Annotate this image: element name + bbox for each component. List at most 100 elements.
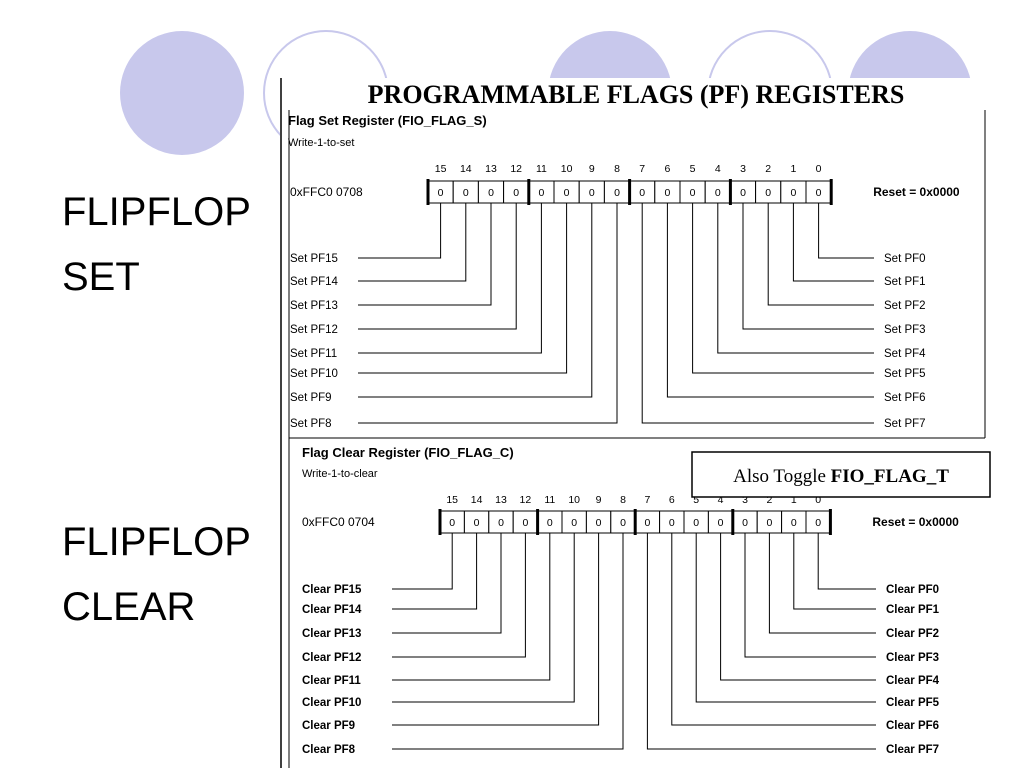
leader-line bbox=[358, 203, 618, 424]
bit-value: 0 bbox=[438, 187, 444, 199]
right-flag-label: Set PF6 bbox=[884, 392, 926, 404]
bit-number: 12 bbox=[520, 494, 532, 506]
leader-line bbox=[392, 533, 551, 681]
bit-value: 0 bbox=[669, 517, 675, 529]
bit-number: 0 bbox=[816, 163, 822, 175]
right-flag-label: Clear PF2 bbox=[886, 628, 939, 640]
bit-number: 7 bbox=[644, 494, 650, 506]
bit-number: 13 bbox=[485, 163, 497, 175]
flipflop-clear-line1: FLIPFLOP bbox=[62, 520, 251, 564]
left-flag-label: Clear PF9 bbox=[302, 720, 355, 732]
left-flag-label: Set PF9 bbox=[290, 392, 332, 404]
bit-value: 0 bbox=[718, 517, 724, 529]
left-flag-label: Set PF12 bbox=[290, 324, 338, 336]
register-subtitle: Write-1-to-set bbox=[288, 137, 354, 149]
leader-line bbox=[392, 533, 478, 610]
register-name: Flag Clear Register (FIO_FLAG_C) bbox=[302, 445, 514, 460]
left-flag-label: Set PF10 bbox=[290, 368, 338, 380]
leader-line bbox=[744, 533, 876, 658]
bit-value: 0 bbox=[522, 517, 528, 529]
toggle-callout: Also Toggle FIO_FLAG_T bbox=[691, 451, 991, 498]
leader-line bbox=[358, 203, 492, 306]
left-flag-label: Clear PF8 bbox=[302, 744, 356, 756]
bit-number: 9 bbox=[589, 163, 595, 175]
bit-number: 0 bbox=[815, 494, 821, 506]
bit-number: 12 bbox=[510, 163, 522, 175]
right-flag-label: Set PF2 bbox=[884, 300, 926, 312]
left-flag-label: Set PF14 bbox=[290, 276, 339, 288]
bit-number: 2 bbox=[765, 163, 771, 175]
bit-value: 0 bbox=[766, 517, 772, 529]
leader-line bbox=[358, 203, 517, 330]
bit-number: 1 bbox=[791, 494, 797, 506]
flipflop-clear-line2: CLEAR bbox=[62, 585, 196, 629]
left-flag-label: Clear PF14 bbox=[302, 604, 362, 616]
register-address: 0xFFC0 0708 bbox=[290, 185, 363, 199]
right-flag-label: Clear PF0 bbox=[886, 584, 939, 596]
right-flag-label: Clear PF1 bbox=[886, 604, 940, 616]
right-flag-label: Set PF4 bbox=[884, 348, 926, 360]
bit-number: 6 bbox=[669, 494, 675, 506]
leader-line bbox=[358, 203, 442, 259]
callout-box bbox=[691, 451, 991, 498]
leader-line bbox=[692, 203, 874, 374]
bit-number: 10 bbox=[568, 494, 580, 506]
left-flag-label: Clear PF10 bbox=[302, 697, 361, 709]
bit-number: 4 bbox=[718, 494, 724, 506]
register-name: Flag Set Register (FIO_FLAG_S) bbox=[288, 113, 487, 128]
left-flag-label: Clear PF12 bbox=[302, 652, 361, 664]
leader-line bbox=[717, 203, 874, 354]
bit-value: 0 bbox=[449, 517, 455, 529]
bit-value: 0 bbox=[498, 517, 504, 529]
left-flag-label: Set PF8 bbox=[290, 418, 332, 430]
bit-value: 0 bbox=[547, 517, 553, 529]
bit-number: 15 bbox=[446, 494, 458, 506]
bit-number: 4 bbox=[715, 163, 721, 175]
bit-value: 0 bbox=[815, 517, 821, 529]
flipflop-set-line2: SET bbox=[62, 255, 140, 299]
right-flag-label: Clear PF7 bbox=[886, 744, 939, 756]
leader-line bbox=[818, 203, 874, 259]
bit-number: 13 bbox=[495, 494, 507, 506]
callout-text: Also Toggle FIO_FLAG_T bbox=[733, 466, 949, 487]
leader-line bbox=[793, 533, 876, 610]
right-flag-label: Clear PF3 bbox=[886, 652, 939, 664]
right-flag-label: Set PF0 bbox=[884, 253, 926, 265]
bit-value: 0 bbox=[664, 187, 670, 199]
bit-number: 8 bbox=[620, 494, 626, 506]
leader-line bbox=[392, 533, 502, 634]
bit-value: 0 bbox=[474, 517, 480, 529]
leader-line bbox=[695, 533, 876, 703]
bit-number: 3 bbox=[742, 494, 748, 506]
bit-value: 0 bbox=[715, 187, 721, 199]
register-reset: Reset = 0x0000 bbox=[873, 185, 960, 199]
leader-line bbox=[641, 203, 874, 424]
leader-line bbox=[358, 203, 593, 398]
bit-number: 2 bbox=[766, 494, 772, 506]
right-flag-label: Set PF1 bbox=[884, 276, 926, 288]
bit-value: 0 bbox=[589, 187, 595, 199]
bit-value: 0 bbox=[564, 187, 570, 199]
leader-line bbox=[792, 203, 874, 282]
bit-number: 3 bbox=[740, 163, 746, 175]
register-reset: Reset = 0x0000 bbox=[872, 515, 959, 529]
bit-number: 6 bbox=[664, 163, 670, 175]
left-flag-label: Set PF11 bbox=[290, 348, 337, 360]
bit-value: 0 bbox=[816, 187, 822, 199]
bit-value: 0 bbox=[693, 517, 699, 529]
bit-value: 0 bbox=[644, 517, 650, 529]
bit-number: 7 bbox=[639, 163, 645, 175]
register-address: 0xFFC0 0704 bbox=[302, 515, 375, 529]
bit-value: 0 bbox=[690, 187, 696, 199]
leader-line bbox=[742, 203, 874, 330]
bit-value: 0 bbox=[614, 187, 620, 199]
bit-number: 15 bbox=[435, 163, 447, 175]
left-flag-label: Clear PF13 bbox=[302, 628, 361, 640]
bit-value: 0 bbox=[463, 187, 469, 199]
bit-value: 0 bbox=[791, 517, 797, 529]
bit-number: 5 bbox=[690, 163, 696, 175]
bit-value: 0 bbox=[596, 517, 602, 529]
left-flag-label: Set PF15 bbox=[290, 253, 338, 265]
leader-line bbox=[671, 533, 876, 726]
